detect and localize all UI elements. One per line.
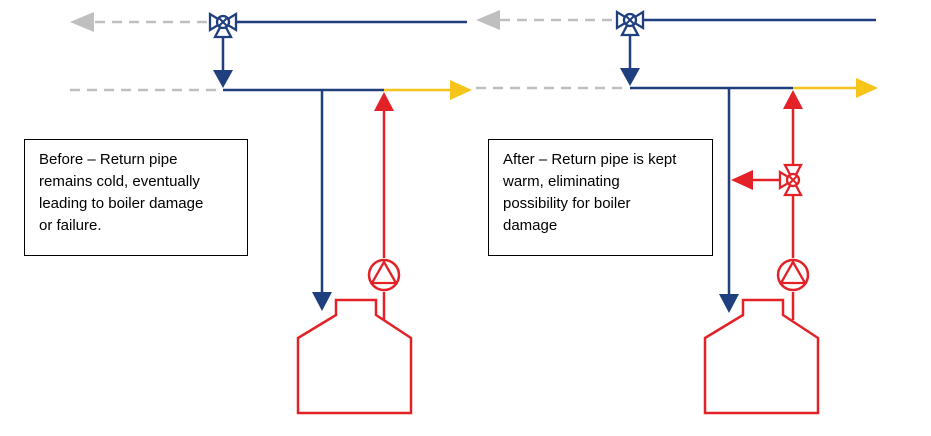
- mixing-valve-icon: [208, 11, 238, 39]
- before-return-down-arrow: [312, 292, 332, 311]
- after-top-left-arrow: [476, 10, 500, 30]
- before-flow-out-arrow: [450, 80, 472, 100]
- boiler-icon: [703, 298, 820, 415]
- circulation-pump-icon: [367, 258, 401, 292]
- after-flow-up-arrow: [783, 90, 803, 109]
- after-caption-line: warm, eliminating: [503, 173, 620, 190]
- before-caption-line: Before – Return pipe: [39, 151, 178, 168]
- after-return-down-arrow: [719, 294, 739, 313]
- before-caption-line: remains cold, eventually: [39, 173, 200, 190]
- before-caption-box: Before – Return pipe remains cold, event…: [24, 139, 248, 256]
- after-caption-line: damage: [503, 217, 558, 234]
- after-valve-down-arrow: [620, 68, 640, 86]
- after-panel: [476, 9, 878, 415]
- after-caption-box: After – Return pipe is kept warm, elimin…: [488, 139, 713, 256]
- after-caption-line: possibility for boiler: [503, 195, 631, 212]
- mixing-valve-icon: [615, 9, 645, 37]
- before-top-left-arrow: [70, 12, 94, 32]
- boiler-icon: [296, 298, 413, 415]
- before-panel: [70, 11, 472, 415]
- mixing-valve-icon: [778, 163, 803, 197]
- before-valve-down-arrow: [213, 70, 233, 88]
- before-caption-line: leading to boiler damage: [39, 195, 204, 212]
- after-bypass-left-arrow: [731, 170, 753, 190]
- after-caption-line: After – Return pipe is kept: [503, 151, 677, 168]
- before-caption-line: or failure.: [39, 217, 102, 234]
- after-flow-out-arrow: [856, 78, 878, 98]
- circulation-pump-icon: [776, 258, 810, 292]
- before-flow-up-arrow: [374, 92, 394, 111]
